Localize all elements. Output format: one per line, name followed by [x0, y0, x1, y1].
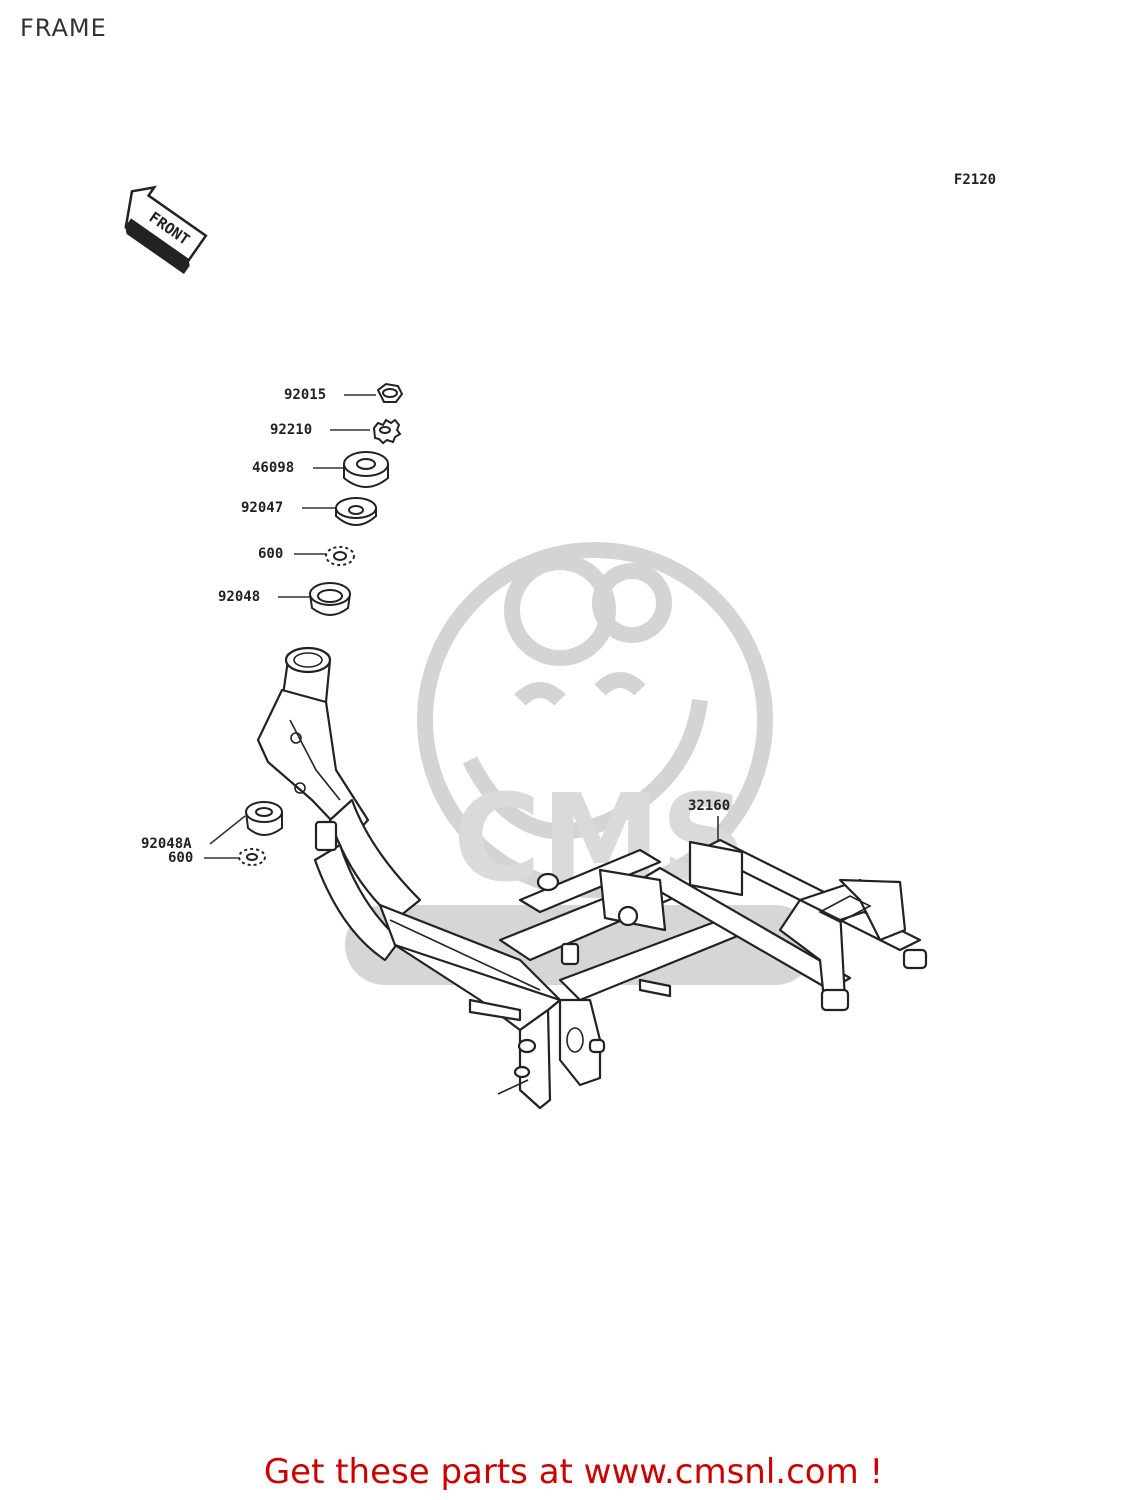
part-number-600-upper: 600	[258, 546, 283, 562]
part-number-92047: 92047	[241, 500, 283, 516]
part-number-600-lower: 600	[168, 850, 193, 866]
frame-32160	[256, 646, 928, 1110]
nut-92015	[376, 382, 404, 403]
page-title: FRAME	[20, 14, 107, 42]
call-to-action-link[interactable]: Get these parts at www.cmsnl.com !	[263, 1452, 884, 1492]
part-number-92015: 92015	[284, 387, 326, 403]
cap-46098	[343, 451, 389, 488]
part-number-92048: 92048	[218, 589, 260, 605]
part-number-32160: 32160	[688, 798, 730, 814]
race-92048	[308, 582, 352, 616]
race-92048a	[244, 801, 283, 836]
part-number-46098: 46098	[252, 460, 294, 476]
lock-washer-92210	[372, 418, 402, 445]
ball-bearing-600-lower	[238, 848, 266, 866]
part-number-92210: 92210	[270, 422, 312, 438]
diagram-code: F2120	[954, 172, 996, 188]
seal-92047	[335, 497, 377, 526]
part-number-92048a: 92048A	[141, 836, 192, 852]
leader-lines	[204, 394, 719, 859]
ball-bearing-600-upper	[325, 546, 355, 566]
front-arrow-icon: FRONT	[124, 185, 208, 275]
